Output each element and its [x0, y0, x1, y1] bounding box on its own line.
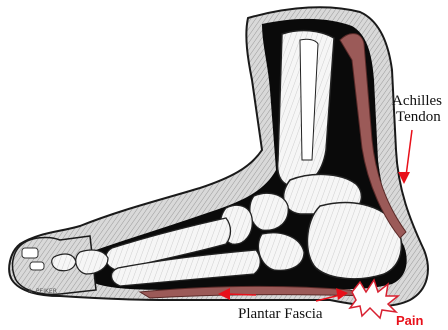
plantar-fascia-label: Plantar Fascia: [238, 306, 323, 322]
toe-nail: [22, 248, 38, 258]
achilles-label-line2: Tendon: [396, 109, 441, 125]
pain-label: Pain: [396, 313, 423, 328]
toe-nail: [30, 262, 44, 270]
artist-signature: A. PEIKER: [28, 288, 57, 295]
navicular-bone: [250, 193, 288, 230]
achilles-label-line1: Achilles: [392, 93, 442, 109]
phalanx-bone: [52, 254, 76, 271]
achilles-arrow: [398, 130, 412, 184]
